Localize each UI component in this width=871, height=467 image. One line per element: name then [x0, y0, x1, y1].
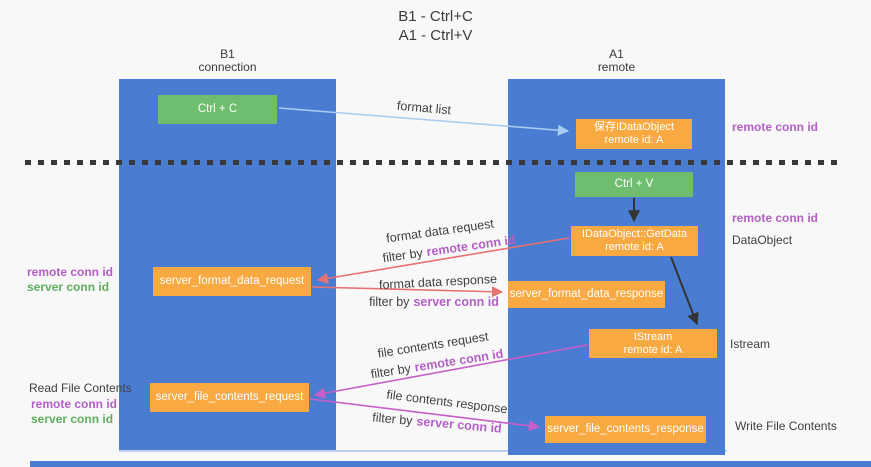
left-label-remote-conn-id-bottom: remote conn id [31, 397, 118, 411]
right-lane-subtitle: remote [597, 60, 636, 74]
node-istream-line1: IStream [633, 330, 673, 343]
node-getdata-line2: remote id: A [605, 241, 664, 253]
node-save-idataobject-line2: remote id: A [604, 134, 664, 146]
node-server-file-contents-response: server_file_contents_response [545, 416, 706, 443]
server-conn-id-text: server conn id [415, 414, 503, 436]
node-save-idataobject: 保存IDataObject remote id: A [576, 119, 692, 149]
diagram-title: B1 - Ctrl+C A1 - Ctrl+V [0, 7, 871, 45]
left-label-server-conn-id-top: server conn id [27, 280, 110, 294]
node-idataobject-getdata: IDataObject::GetData remote id: A [571, 226, 698, 256]
node-istream-line2: remote id: A [623, 343, 683, 356]
bottom-lane-bar [30, 461, 871, 467]
node-ctrl-c-label: Ctrl + C [197, 103, 238, 115]
left-label-read-file-contents: Read File Contents [29, 381, 132, 395]
node-ctrl-v: Ctrl + V [575, 172, 693, 197]
left-label-server-conn-id-bottom: server conn id [31, 412, 114, 426]
title-line-1: B1 - Ctrl+C [398, 8, 473, 25]
label-format-data-response: format data response [378, 271, 498, 293]
lane-bottom-edge [119, 450, 727, 452]
node-server-format-data-request: server_format_data_request [153, 267, 311, 296]
node-server-file-contents-request-label: server_file_contents_request [155, 391, 304, 403]
label-format-list: format list [396, 98, 452, 118]
filter-by-text: filter by [371, 410, 414, 428]
node-server-format-data-response-label: server_format_data_response [509, 288, 664, 300]
filter-by-text: filter by [381, 245, 424, 266]
server-conn-id-text: server conn id [413, 295, 499, 309]
filter-by-text: filter by [369, 361, 412, 382]
label-file-contents-response: file contents response [385, 387, 509, 417]
right-lane-header: A1 remote [508, 48, 725, 74]
right-label-remote-conn-id-top: remote conn id [732, 120, 819, 134]
node-server-format-data-response: server_format_data_response [508, 281, 665, 308]
left-lane-name: B1 [220, 47, 235, 61]
node-getdata-line1: IDataObject::GetData [581, 228, 688, 240]
node-ctrl-c: Ctrl + C [158, 95, 277, 124]
title-line-2: A1 - Ctrl+V [398, 27, 473, 44]
left-lane-header: B1 connection [119, 48, 336, 74]
right-lane-name: A1 [609, 47, 624, 61]
right-label-remote-conn-id-mid: remote conn id [732, 211, 819, 225]
node-server-format-data-request-label: server_format_data_request [159, 275, 305, 287]
left-lane-subtitle: connection [198, 60, 257, 74]
left-label-remote-conn-id-top: remote conn id [27, 265, 114, 279]
right-label-istream: Istream [730, 337, 771, 351]
node-server-file-contents-response-label: server_file_contents_response [547, 423, 704, 435]
node-ctrl-v-label: Ctrl + V [614, 178, 654, 190]
filter-by-text: filter by [369, 295, 410, 309]
dashed-divider [25, 160, 840, 165]
right-label-dataobject: DataObject [732, 233, 793, 247]
right-label-write-file-contents: Write File Contents [735, 419, 837, 433]
node-istream: IStream remote id: A [589, 329, 717, 358]
node-save-idataobject-line1: 保存IDataObject [593, 121, 675, 133]
node-server-file-contents-request: server_file_contents_request [150, 383, 309, 412]
